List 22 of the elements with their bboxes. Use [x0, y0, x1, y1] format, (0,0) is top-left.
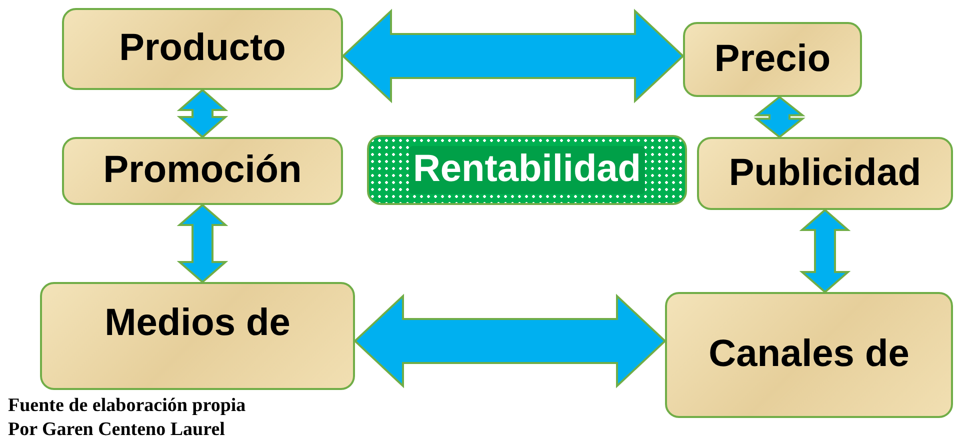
double-arrow [176, 204, 228, 284]
concept-box [40, 282, 355, 390]
concept-box [665, 292, 953, 418]
double-arrow [799, 208, 851, 294]
box-label: Producto [119, 26, 286, 72]
concept-box [62, 8, 343, 90]
double-arrow [354, 294, 666, 388]
box-label: Promoción [103, 148, 302, 194]
double-arrow [342, 8, 684, 104]
box-label: Medios de [104, 301, 290, 346]
concept-box [697, 137, 953, 210]
box-label: Canales de [708, 332, 910, 378]
double-arrow [176, 88, 228, 138]
box-label: Publicidad [728, 150, 922, 196]
highlight-box [367, 135, 687, 205]
box-label: Rentabilidad [408, 146, 646, 194]
source-note: Fuente de elaboración propia [8, 394, 246, 418]
concept-box [62, 137, 343, 205]
double-arrow [754, 96, 806, 138]
box-label: Precio [714, 36, 831, 82]
concept-box [683, 22, 862, 97]
source-note: Por Garen Centeno Laurel [8, 418, 226, 442]
